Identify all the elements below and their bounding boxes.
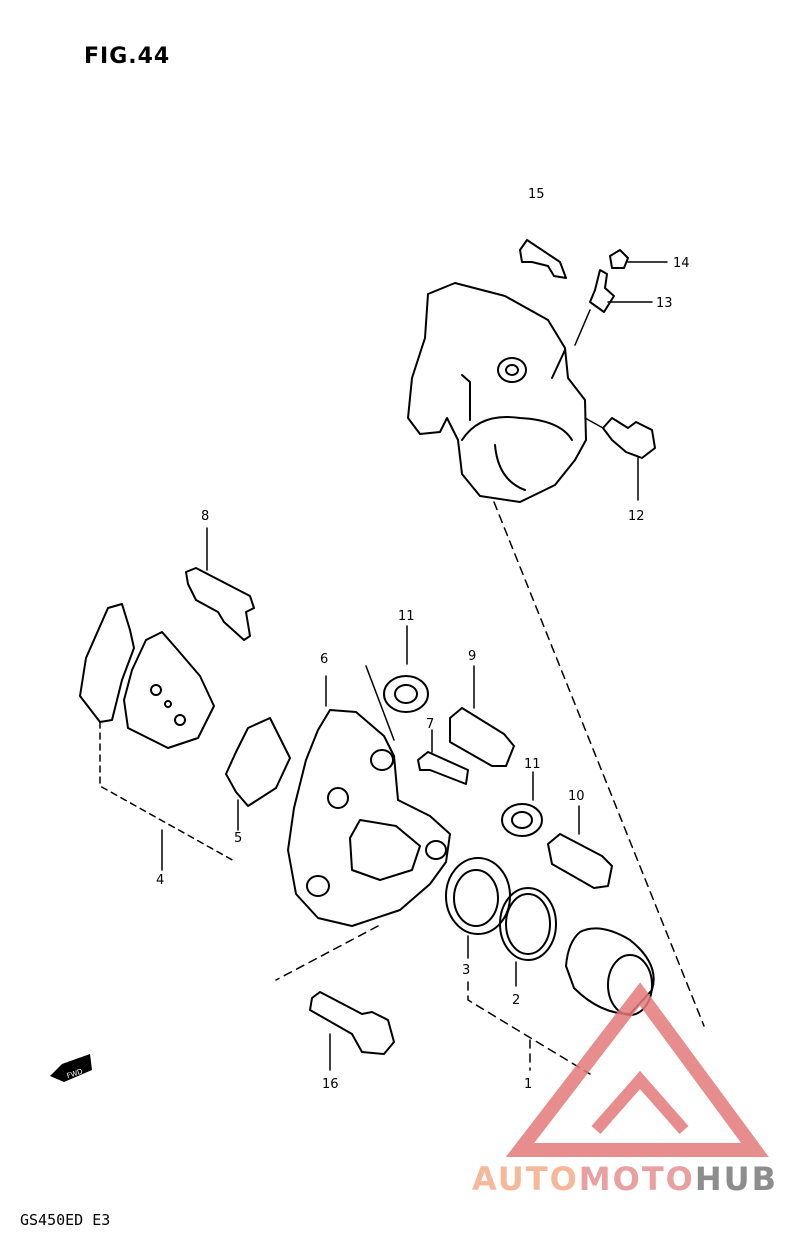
forward-arrow-icon: FWD: [50, 1054, 92, 1082]
part-5-shim: [225, 717, 291, 831]
callout-7: 7: [426, 717, 434, 732]
callout-labels: 1 2 3 4 5 6 7 8 9 10 11 11 12 13 14 15 1…: [156, 187, 690, 1092]
caliper-body: [407, 282, 587, 503]
assembly-lines: [275, 501, 705, 1075]
callout-13: 13: [656, 296, 673, 311]
callout-5: 5: [234, 831, 242, 846]
part-8-spring: [185, 527, 255, 641]
callout-8: 8: [201, 509, 209, 524]
callout-6: 6: [320, 652, 328, 667]
callout-16: 16: [322, 1077, 339, 1092]
part-11-boot-lower: [501, 771, 543, 837]
part-9-sleeve: [449, 665, 515, 767]
figure-title: FIG.44: [84, 44, 171, 69]
callout-4: 4: [156, 873, 164, 888]
part-14-cap: [609, 249, 668, 269]
part-13-bleeder: [574, 269, 653, 346]
brand-part-moto: MOTO: [578, 1160, 695, 1198]
part-11-boot-upper: [365, 625, 429, 741]
part-6-bracket: [287, 675, 451, 927]
part-3-seal: [445, 857, 511, 959]
callout-9: 9: [468, 649, 476, 664]
part-15-clip: [519, 239, 567, 279]
callout-12: 12: [628, 509, 645, 524]
callout-1: 1: [524, 1077, 532, 1092]
callout-3: 3: [462, 963, 470, 978]
watermark-brand: AUTOMOTOHUB: [472, 1160, 778, 1198]
part-10-sleeve: [547, 805, 613, 889]
part-2-dust-seal: [499, 887, 557, 987]
callout-11-upper: 11: [398, 609, 415, 624]
part-16-bolt: [309, 991, 395, 1071]
callout-15: 15: [528, 187, 545, 202]
part-12-bolt: [584, 417, 656, 501]
callout-11-lower: 11: [524, 757, 541, 772]
callout-10: 10: [568, 789, 585, 804]
model-code: GS450ED E3: [20, 1211, 111, 1229]
watermark-logo-icon: [505, 982, 769, 1157]
part-4-pad-set: [79, 603, 237, 871]
brand-part-auto: AUTO: [472, 1160, 579, 1198]
brand-part-hub: HUB: [694, 1160, 779, 1198]
callout-2: 2: [512, 993, 520, 1008]
part-7-pin: [417, 729, 469, 785]
callout-14: 14: [673, 256, 690, 271]
